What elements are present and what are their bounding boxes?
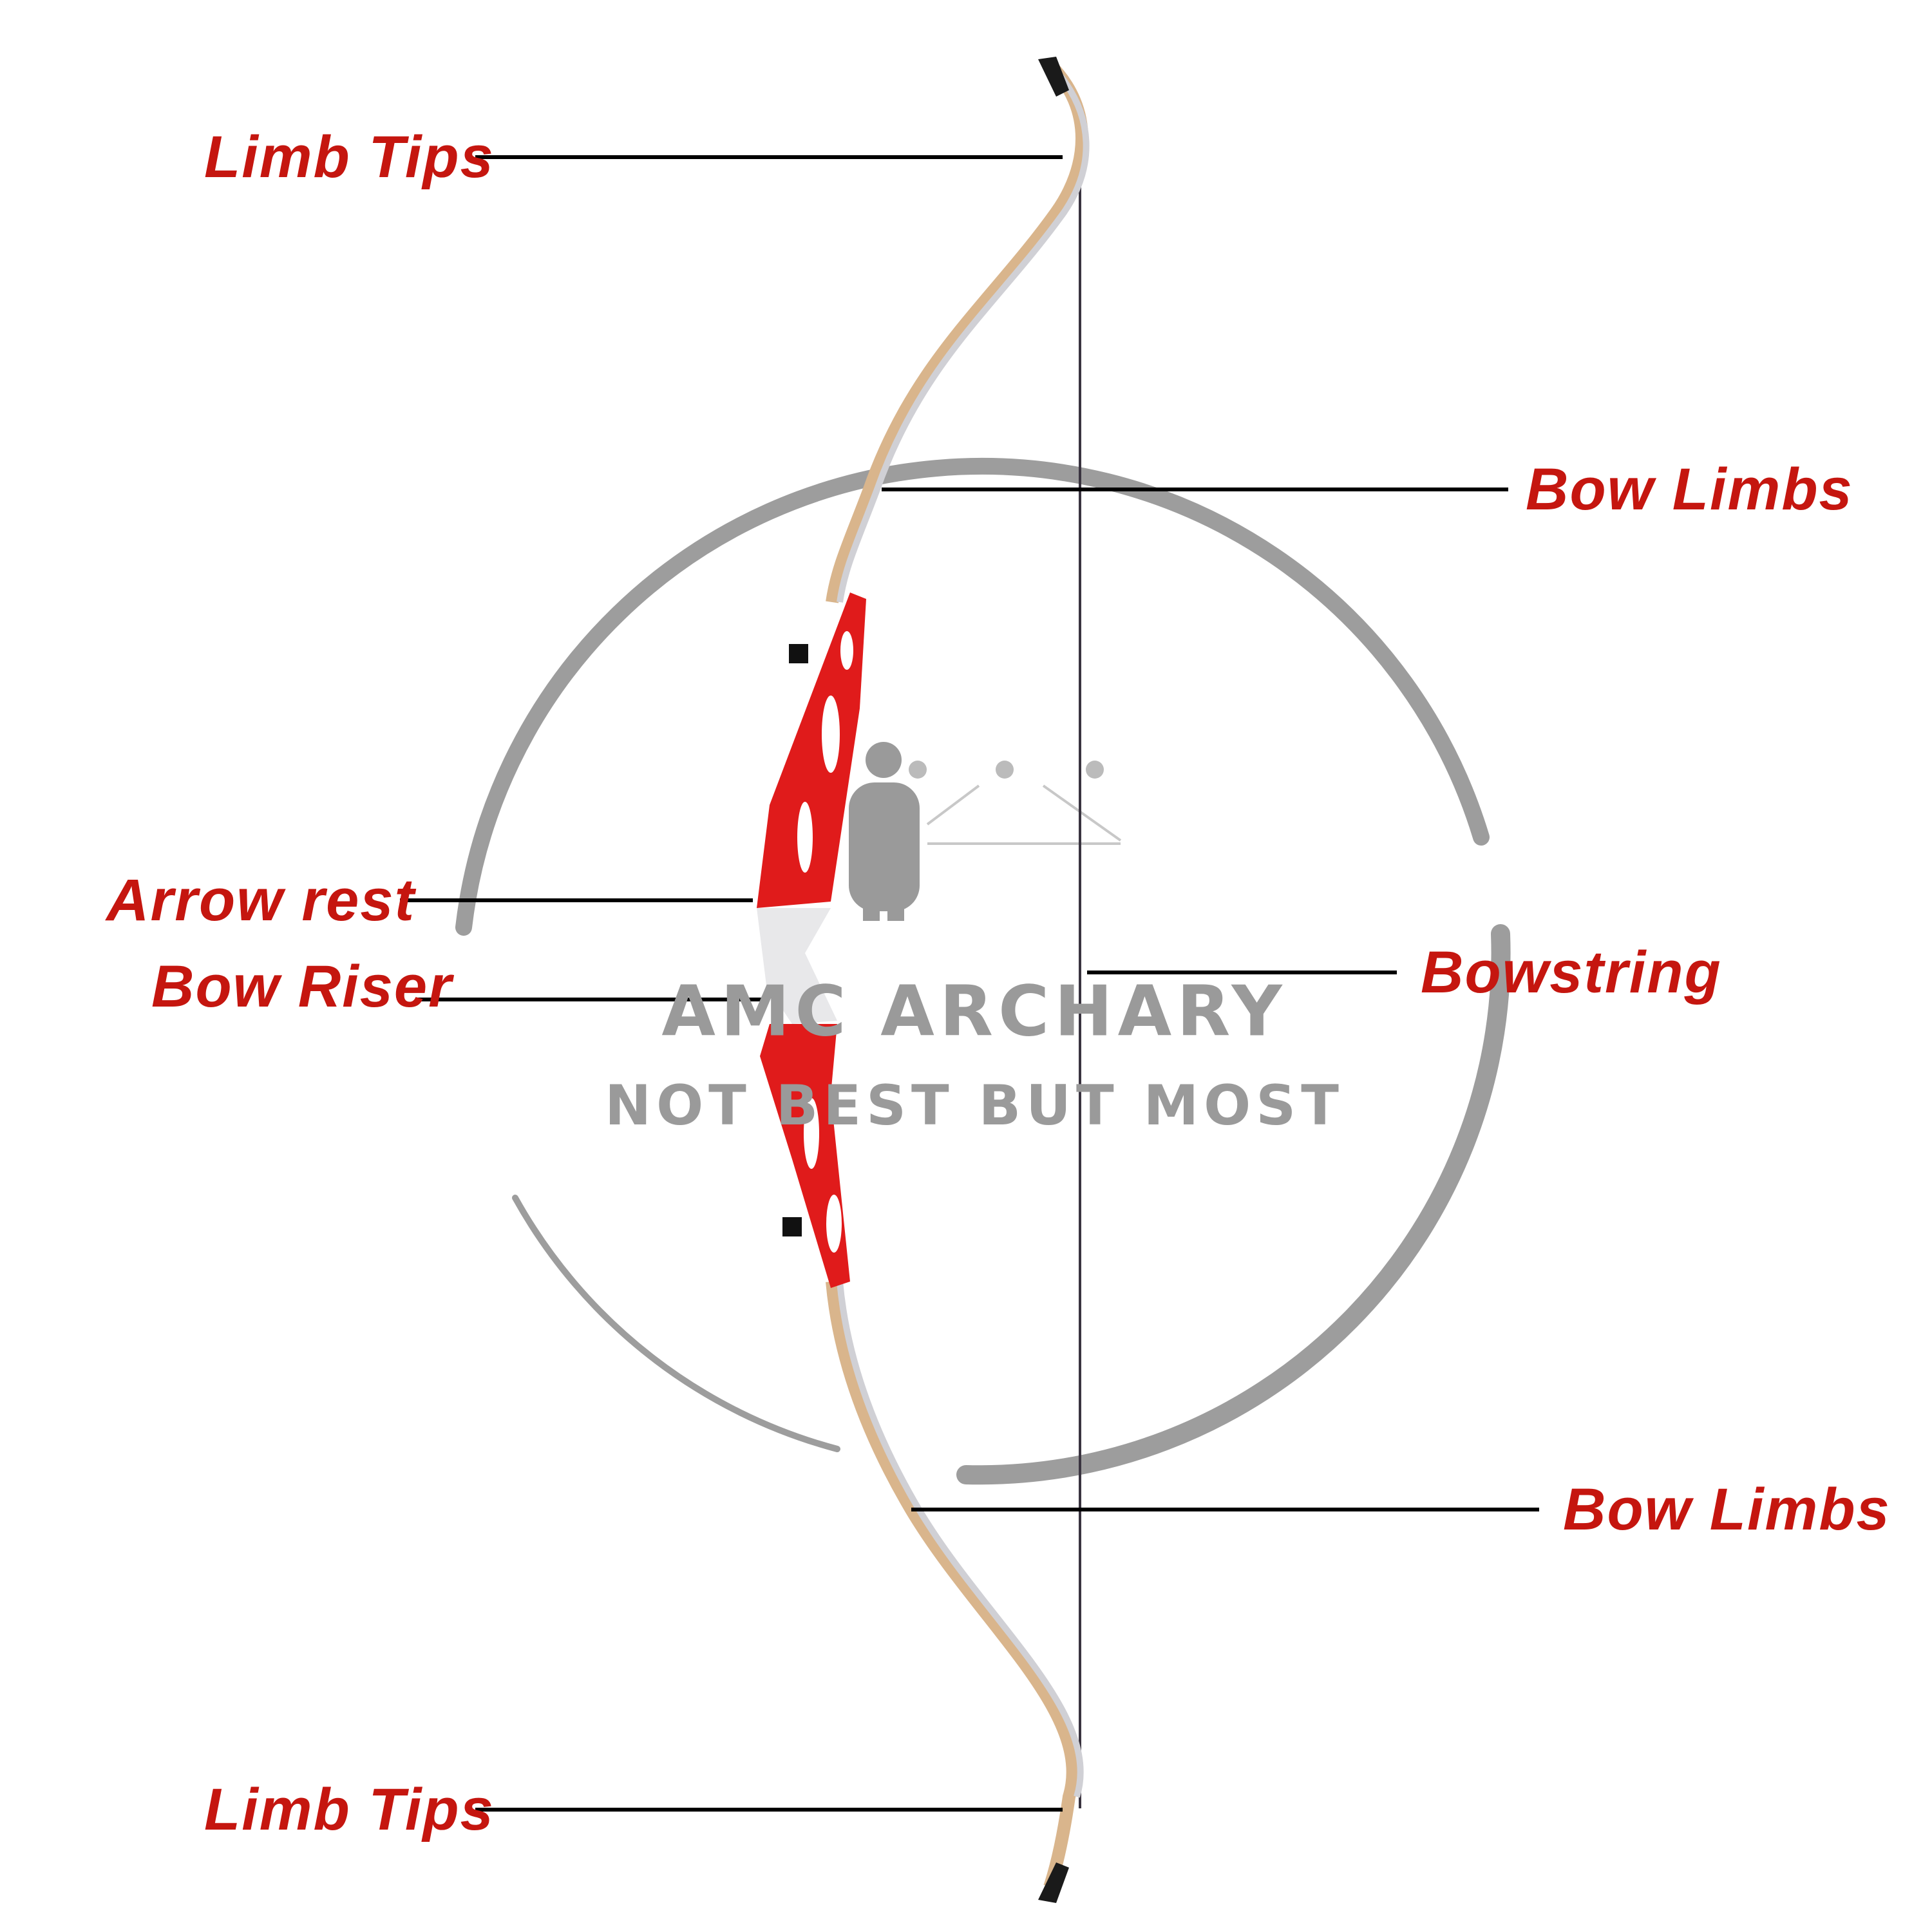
label-bow-limbs-upper: Bow Limbs xyxy=(1526,457,1853,522)
bow-riser xyxy=(757,592,866,1288)
limb-tip-caps xyxy=(1038,57,1069,1903)
leader-lines xyxy=(400,155,1539,1812)
label-bow-limbs-lower: Bow Limbs xyxy=(1563,1477,1891,1542)
watermark-brand: AMC ARCHARY xyxy=(661,971,1287,1052)
watermark-slogan: NOT BEST BUT MOST xyxy=(605,1074,1344,1138)
watermark-circle xyxy=(455,457,1511,1485)
label-limb-tips-top: Limb Tips xyxy=(204,124,495,190)
label-bow-riser: Bow Riser xyxy=(151,954,453,1019)
label-arrow-rest: Arrow rest xyxy=(106,867,416,933)
label-limb-tips-bottom: Limb Tips xyxy=(204,1777,495,1842)
label-bowstring: Bowstring xyxy=(1421,940,1722,1005)
archer-logo-icon xyxy=(849,742,1122,921)
bow-limbs xyxy=(826,59,1090,1889)
